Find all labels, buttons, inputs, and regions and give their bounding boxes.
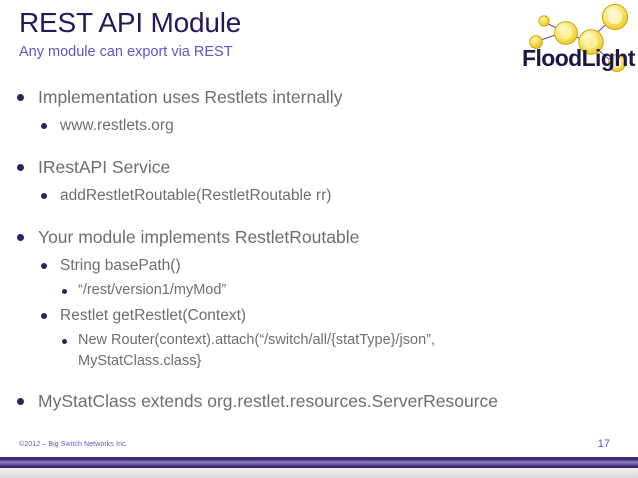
- bullet-text: New Router(context).attach(“/switch/all/…: [78, 332, 436, 369]
- bullet-list: Implementation uses Restlets internally w…: [0, 84, 638, 418]
- bullet-item-level-3: “/rest/version1/myMod”: [0, 280, 638, 302]
- bullet-text: addRestletRoutable(RestletRoutable rr): [60, 187, 332, 204]
- bullet-dot-icon: [62, 289, 67, 294]
- page-title: REST API Module: [19, 7, 242, 38]
- bullet-item-level-3: New Router(context).attach(“/switch/all/…: [0, 330, 638, 372]
- page-number: 17: [597, 438, 610, 450]
- bullet-item-level-1: Implementation uses Restlets internally: [0, 84, 638, 110]
- bullet-text: MyStatClass extends org.restlet.resource…: [38, 391, 499, 411]
- bullet-item-level-1: MyStatClass extends org.restlet.resource…: [0, 388, 638, 414]
- bullet-item-level-1: Your module implements RestletRoutable: [0, 224, 638, 250]
- footer-accent-bar: [0, 456, 638, 469]
- bullet-dot-icon: [17, 164, 24, 171]
- slide-header: REST API Module Any module can export vi…: [0, 0, 638, 82]
- bullet-group-spacer: [0, 210, 638, 224]
- bullet-text: IRestAPI Service: [38, 157, 171, 177]
- bullet-dot-icon: [62, 339, 67, 344]
- floodlight-logo: FloodLight: [516, 0, 638, 80]
- bullet-group-spacer: [0, 374, 638, 388]
- bullet-text: Implementation uses Restlets internally: [38, 87, 343, 107]
- bullet-dot-icon: [41, 263, 47, 269]
- footer-bottom-strip: [0, 468, 638, 478]
- floodlight-wordmark: FloodLight: [522, 45, 636, 71]
- bullet-text: String basePath(): [60, 257, 181, 274]
- bullet-dot-icon: [17, 234, 24, 241]
- bullet-group-spacer: [0, 140, 638, 154]
- bullet-item-level-1: IRestAPI Service: [0, 154, 638, 180]
- footer-copyright: ©2012 – Big Switch Networks Inc.: [19, 441, 128, 448]
- bullet-dot-icon: [17, 94, 24, 101]
- bullet-dot-icon: [41, 313, 47, 319]
- bullet-text: www.restlets.org: [60, 117, 174, 134]
- bullet-item-level-2: www.restlets.org: [0, 114, 638, 138]
- bullet-item-level-2: String basePath(): [0, 254, 638, 278]
- bullet-dot-icon: [17, 398, 24, 405]
- bullet-item-level-2: addRestletRoutable(RestletRoutable rr): [0, 184, 638, 208]
- bullet-text: “/rest/version1/myMod”: [78, 282, 227, 298]
- page-subtitle: Any module can export via REST: [19, 44, 233, 60]
- bullet-item-level-2: Restlet getRestlet(Context): [0, 304, 638, 328]
- bullet-text: Restlet getRestlet(Context): [60, 307, 247, 324]
- bullet-text: Your module implements RestletRoutable: [38, 227, 360, 247]
- bullet-dot-icon: [41, 193, 47, 199]
- bullet-dot-icon: [41, 123, 47, 129]
